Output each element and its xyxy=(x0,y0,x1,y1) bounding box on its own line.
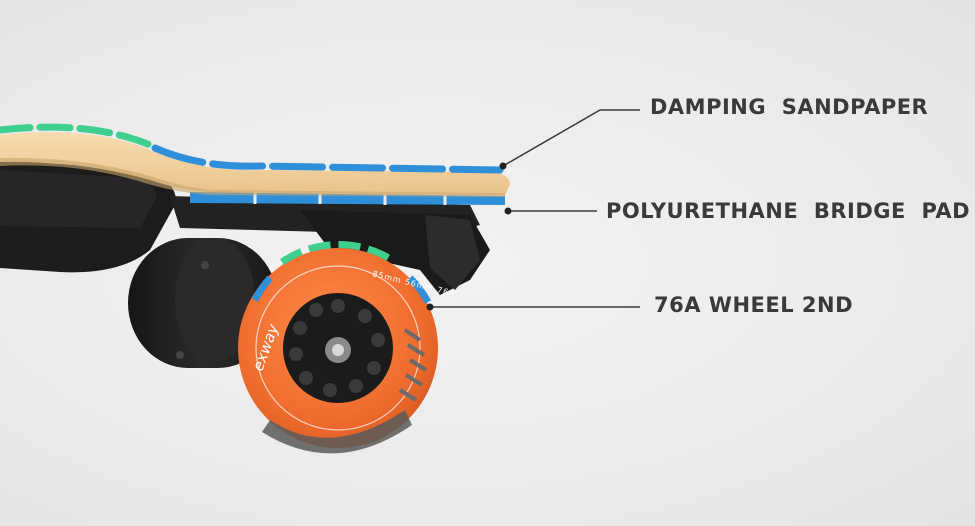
motor-bolt xyxy=(176,351,184,359)
wheel-stripes xyxy=(398,328,428,402)
deck-wood xyxy=(0,132,510,195)
deck-edge-shadow xyxy=(0,157,505,197)
callout-label-sandpaper: DAMPING SANDPAPER xyxy=(650,95,929,119)
grip-tape-blue xyxy=(151,144,504,174)
wheel-axle-nut xyxy=(332,344,344,356)
wheel-tread-green xyxy=(280,241,397,265)
wheel-tread-blue xyxy=(251,275,273,302)
callout-dot-bridge xyxy=(504,207,512,215)
wheel-rim-ring xyxy=(255,265,421,431)
motor-cap xyxy=(175,238,255,362)
grip-tape-green xyxy=(0,123,154,149)
wheel-core-holes xyxy=(289,299,385,397)
wheel-tread-blue xyxy=(407,275,432,304)
motor-bolt xyxy=(201,261,209,269)
callout-dot-sandpaper xyxy=(499,162,507,170)
wheel-grey-swoosh xyxy=(262,410,412,454)
callout-dot-wheel xyxy=(426,303,434,311)
callout-label-bridge-pad: POLYURETHANE BRIDGE PAD xyxy=(606,199,971,223)
callout-label-wheel: 76A WHEEL 2ND xyxy=(654,293,854,317)
kingpin xyxy=(425,215,480,290)
bridge-pad-segments xyxy=(253,192,447,205)
callout-line-sandpaper xyxy=(502,109,640,167)
enclosure-highlight xyxy=(0,170,156,228)
